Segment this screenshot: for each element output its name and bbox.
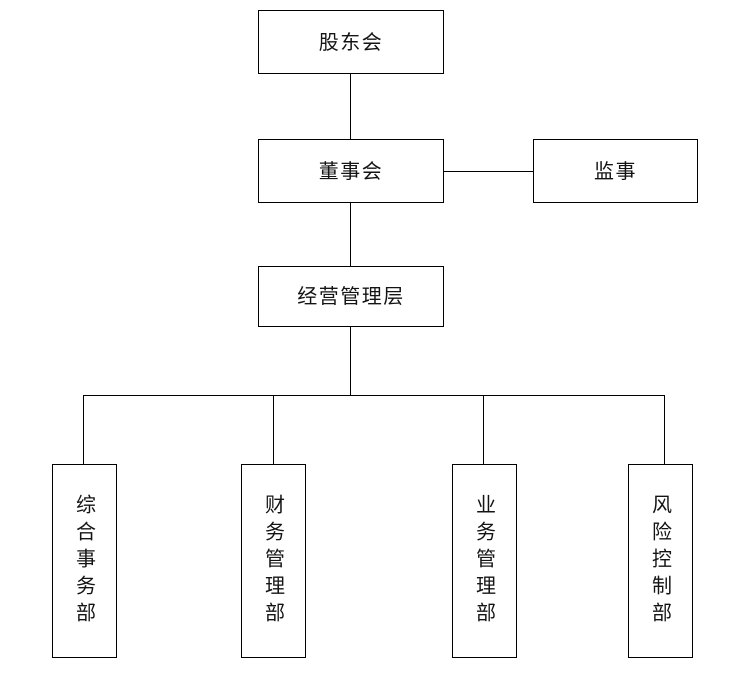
node-box-risk-control[interactable]: 风险控制部 bbox=[628, 464, 693, 658]
node-box-finance[interactable]: 财务管理部 bbox=[241, 464, 306, 658]
connector-shareholders-to-board bbox=[350, 74, 352, 139]
connector-department-bus bbox=[83, 395, 665, 397]
connector-board-to-supervisor bbox=[444, 171, 533, 173]
node-label-board: 董事会 bbox=[318, 158, 384, 183]
node-label-management: 经营管理层 bbox=[297, 284, 405, 308]
node-label-finance: 财务管理部 bbox=[261, 493, 286, 629]
node-box-business[interactable]: 业务管理部 bbox=[452, 464, 517, 658]
connector-bus-to-finance bbox=[273, 395, 275, 464]
node-label-general-affairs: 综合事务部 bbox=[72, 493, 97, 629]
connector-bus-to-business bbox=[483, 395, 485, 464]
node-label-supervisor: 监事 bbox=[594, 158, 637, 183]
node-box-shareholders[interactable]: 股东会 bbox=[258, 10, 444, 74]
node-label-risk-control: 风险控制部 bbox=[648, 493, 673, 629]
node-box-board[interactable]: 董事会 bbox=[258, 139, 444, 203]
node-label-shareholders: 股东会 bbox=[318, 29, 384, 54]
node-label-business: 业务管理部 bbox=[472, 493, 497, 629]
node-box-supervisor[interactable]: 监事 bbox=[533, 139, 698, 203]
node-box-general-affairs[interactable]: 综合事务部 bbox=[52, 464, 117, 658]
connector-bus-to-risk-control bbox=[664, 395, 666, 464]
node-box-management[interactable]: 经营管理层 bbox=[258, 266, 444, 327]
connector-management-to-bus bbox=[350, 327, 352, 396]
connector-bus-to-general-affairs bbox=[83, 395, 85, 464]
connector-board-to-management bbox=[350, 203, 352, 266]
